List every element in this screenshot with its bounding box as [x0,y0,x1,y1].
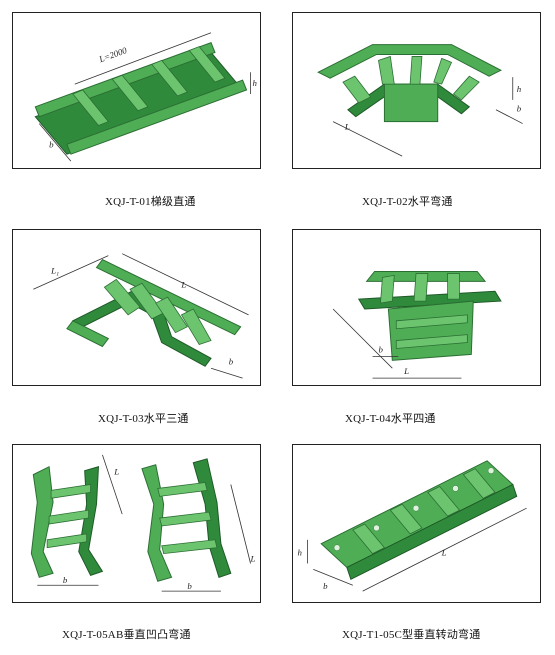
horizontal-elbow-drawing: L h b [317,44,523,157]
product-image-rotating-elbow: h b L [292,444,541,603]
dim-L: L [403,366,409,376]
vertical-elbow-drawing: L b L b [30,454,256,592]
product-image-horizontal-cross: L b [292,229,541,386]
caption-4: XQJ-T-04水平四通 [345,413,436,425]
dim-L1: L₁ [50,265,59,275]
dim-h: h [517,84,522,94]
dim-h: h [253,78,258,88]
dim-b-b: b [187,581,192,591]
caption-1: XQJ-T-01梯级直通 [105,196,196,208]
dim-b: b [229,356,234,366]
dim-L-b: L [250,554,256,564]
rotating-elbow-drawing: h b L [298,460,527,592]
dim-L: L [441,548,447,558]
dim-b: b [323,581,328,591]
caption-5: XQJ-T-05AB垂直凹凸弯通 [62,629,191,641]
horizontal-cross-drawing: L b [332,270,502,379]
straight-ladder-drawing: L=2000 h b [34,32,258,162]
caption-6: XQJ-T1-05C型垂直转动弯通 [342,629,481,641]
dim-b-a: b [63,575,68,585]
product-image-vertical-elbow: L b L b [12,444,261,603]
dim-h: h [298,548,303,558]
dim-L: L [180,279,186,289]
caption-3: XQJ-T-03水平三通 [98,413,189,425]
dim-L: L [344,121,350,131]
dim-b: b [378,344,383,354]
product-image-horizontal-tee: L₁ L b [12,229,261,386]
product-image-horizontal-elbow: L h b [292,12,541,169]
caption-2: XQJ-T-02水平弯通 [362,196,453,208]
dim-b: b [49,139,54,149]
horizontal-tee-drawing: L₁ L b [33,253,249,379]
dim-L-a: L [113,467,119,477]
dim-b: b [517,104,522,114]
product-image-straight-ladder: L=2000 h b [12,12,261,169]
length-label: L=2000 [97,45,129,65]
